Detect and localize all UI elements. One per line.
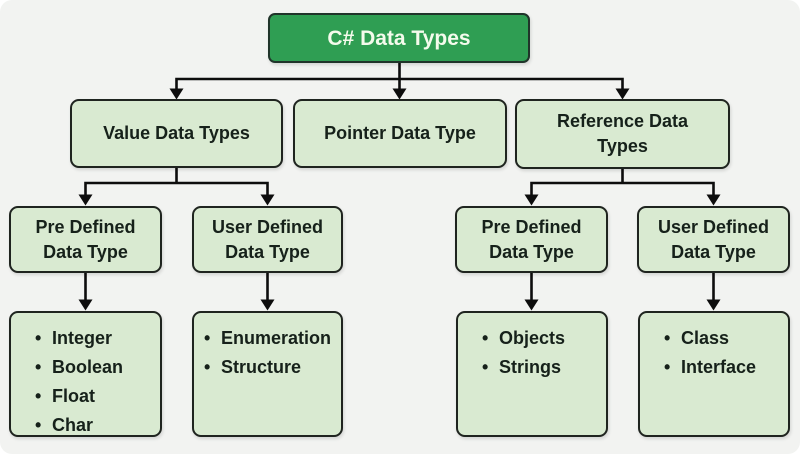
node-value-user-defined: User Defined Data Type (192, 206, 343, 273)
list-value-user-defined-types: Enumeration Structure (192, 311, 343, 437)
list-item: Objects (482, 324, 604, 353)
node-reference-user-defined: User Defined Data Type (637, 206, 790, 273)
node-reference-data-types: Reference Data Types (515, 99, 730, 169)
list-item: Enumeration (204, 324, 339, 353)
list-item: Boolean (35, 353, 158, 382)
node-value-data-types: Value Data Types (70, 99, 283, 168)
list-item: Strings (482, 353, 604, 382)
list-reference-user-defined-types: Class Interface (638, 311, 790, 437)
list-item: Interface (664, 353, 786, 382)
node-reference-pre-defined: Pre Defined Data Type (455, 206, 608, 273)
list-item: Class (664, 324, 786, 353)
list-reference-pre-defined-types: Objects Strings (456, 311, 608, 437)
list-item: Integer (35, 324, 158, 353)
node-csharp-data-types: C# Data Types (268, 13, 530, 63)
list-item: Float (35, 382, 158, 411)
list-item: Structure (204, 353, 339, 382)
list-value-pre-defined-types: Integer Boolean Float Char (9, 311, 162, 440)
node-pointer-data-type: Pointer Data Type (293, 99, 507, 168)
arrowheads (78, 88, 721, 311)
node-value-pre-defined: Pre Defined Data Type (9, 206, 162, 273)
list-item: Char (35, 411, 158, 440)
